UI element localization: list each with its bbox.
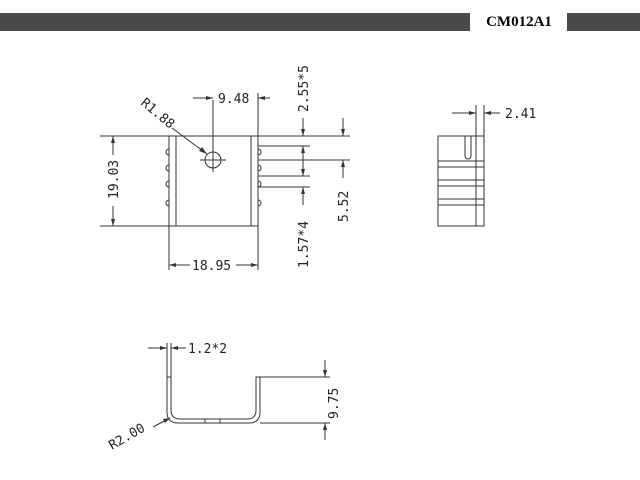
thickness-label: 1.2*2 [188,342,227,357]
hole-offset-label: 9.48 [218,92,249,107]
title-bar [0,13,640,31]
slot-height-label: 5.52 [337,191,352,222]
bend-radius-label: R2.00 [107,421,148,454]
radius-label: R1.88 [137,96,177,133]
side-view-body [437,135,485,227]
title-bar-left [0,13,470,31]
bent-profile [166,376,261,424]
bottom-view [148,343,330,440]
leg-height-label: 9.75 [327,388,342,419]
width-label: 18.95 [192,259,231,274]
front-view [100,93,350,270]
side-view [437,105,500,227]
fin-pitch-label: 2.55*5 [297,65,312,112]
title-bar-right [567,13,640,31]
part-number: CM012A1 [486,14,552,30]
fin-width-label: 2.41 [505,107,536,122]
height-label: 19.03 [107,160,122,199]
slot-pitch-label: 1.57*4 [297,221,312,268]
arrowheads [111,96,491,430]
